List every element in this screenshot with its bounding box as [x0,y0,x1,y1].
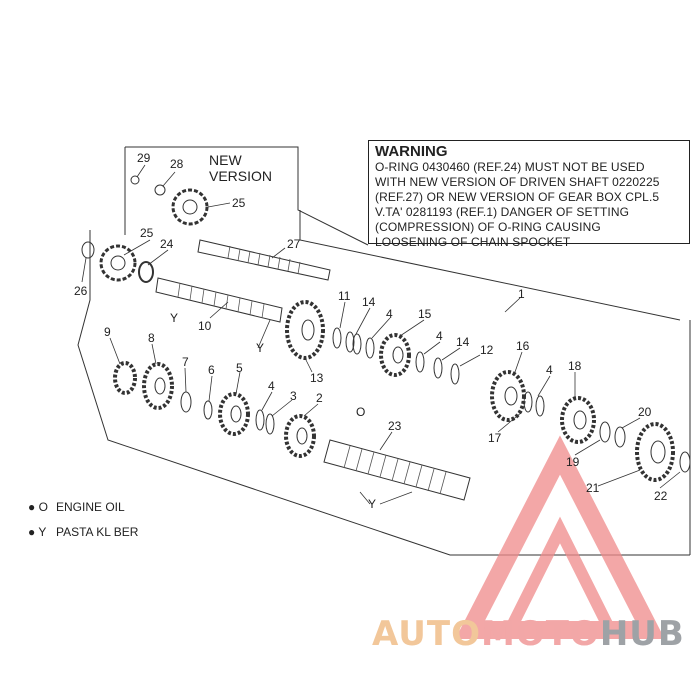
legend-text: ENGINE OIL [56,500,125,514]
callout: 15 [418,307,432,321]
callout: 6 [208,363,215,377]
gear-8 [142,362,174,410]
warning-line: LOOSENING OF CHAIN SPOCKET [375,235,571,249]
callout-labels: 29 28 25 27 25 24 26 Y 10 Y 11 14 4 15 4… [74,151,668,511]
callout: 25 [232,196,246,210]
gears [113,300,675,482]
callout: 5 [236,361,243,375]
oil-drop-icon: ● O [28,500,48,514]
callout: 11 [338,289,351,303]
callout: Y [170,311,178,325]
callout: 24 [160,237,174,251]
callout: 8 [148,331,155,345]
gear-5 [218,392,250,436]
leader-lines [81,164,681,505]
driven-shaft-new-version [197,239,331,281]
callout: 12 [480,343,494,357]
warning-title: WARNING [375,143,448,160]
gear-15 [379,333,411,377]
callout: 14 [456,335,470,349]
callout: 13 [310,371,324,385]
washers [81,175,691,473]
gear-18 [560,396,596,444]
warning-line: (COMPRESSION) OF O-RING CAUSING [375,220,601,234]
gear-9 [113,361,137,395]
main-shaft [323,439,471,501]
callout: 23 [388,419,402,433]
callout: 21 [586,481,600,495]
callout: 28 [170,157,184,171]
callout: 22 [654,489,668,503]
callout: 25 [140,226,154,240]
driven-shaft [155,277,283,323]
legend-grease: ● Y PASTA KL BER [28,525,138,539]
watermark-part2: MOTO [480,614,600,654]
new-version-label: NEW VERSION [209,152,272,184]
callout: 2 [316,391,323,405]
warning-line: (REF.27) OR NEW VERSION OF GEAR BOX CPL.… [375,190,660,204]
callout: 9 [104,325,111,339]
warning-line: O-RING 0430460 (REF.24) MUST NOT BE USED [375,160,645,174]
callout: 18 [568,359,582,373]
callout: 4 [386,307,393,321]
callout: 4 [268,379,275,393]
callout: 4 [546,363,553,377]
callout: 4 [436,329,443,343]
callout: 16 [516,339,530,353]
callout: 27 [287,237,301,251]
callout: 26 [74,284,88,298]
sprocket-new-version [171,188,209,226]
watermark-text: AUTOMOTOHUB [372,614,685,654]
watermark-part3: HUB [599,614,685,654]
gear-21 [635,422,675,482]
callout: Y [368,497,376,511]
callout: Y [256,341,264,355]
legend-engine-oil: ● O ENGINE OIL [28,500,125,514]
diagram-frame [77,146,691,556]
legend-text: PASTA KL BER [56,525,139,539]
callout: 1 [518,287,525,301]
callout: O [356,405,365,419]
watermark-logo [455,435,665,639]
callout: 17 [488,431,502,445]
warning-box: WARNING O-RING 0430460 (REF.24) MUST NOT… [368,140,690,249]
callout: 7 [182,355,189,369]
gear-13 [285,300,325,360]
new-version-line1: NEW [209,152,242,168]
new-version-line2: VERSION [209,168,273,184]
callout: 19 [566,455,580,469]
warning-line: V.TA' 0281193 (REF.1) DANGER OF SETTING [375,205,630,219]
callout: 29 [137,151,151,165]
callout: 14 [362,295,376,309]
warning-line: WITH NEW VERSION OF DRIVEN SHAFT 0220225 [375,175,660,189]
watermark-part1: AUTO [372,614,481,654]
callout: 3 [290,389,297,403]
grease-drop-icon: ● Y [28,525,47,539]
sprocket [99,244,137,282]
gear-16 [490,370,526,422]
callout: 20 [638,405,652,419]
gear-2 [284,414,316,458]
callout: 10 [198,319,212,333]
